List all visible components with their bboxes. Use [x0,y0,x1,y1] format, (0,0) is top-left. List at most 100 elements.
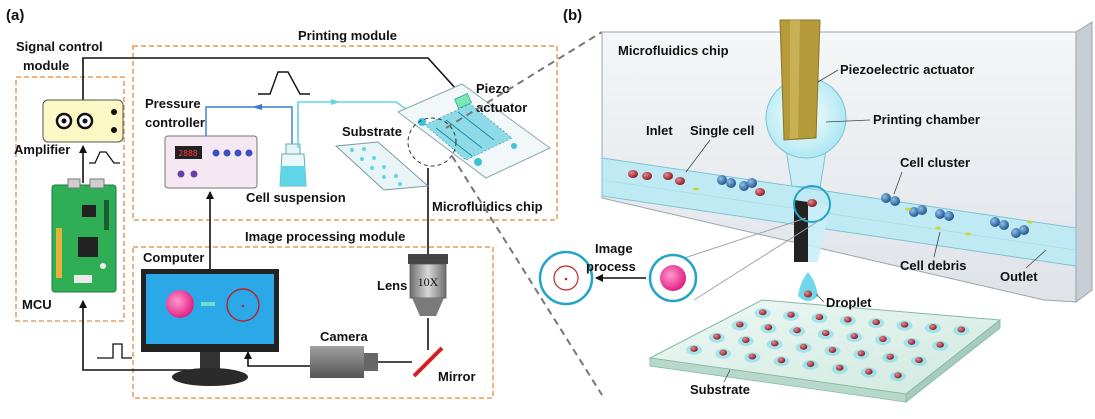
pressure-controller-label-line2: controller [145,115,205,130]
detection-projection-line-2 [693,219,821,301]
printed-cell [719,349,727,356]
leader-cell-cluster [893,171,903,195]
zoom-line-top [445,31,603,129]
printing-module-title: Printing module [298,28,397,43]
droplet-label: Droplet [826,295,872,310]
printed-cell [894,372,902,379]
printed-cell [736,321,744,328]
printing-chamber-label: Printing chamber [873,112,980,127]
amplifier-knob-2-center [82,118,88,124]
mirror-element [412,346,444,378]
piezoelectric-actuator-label: Piezoelectric actuator [840,62,974,77]
printed-cell [957,326,966,333]
leader-outlet [1025,249,1047,269]
cell-clusters [717,175,1029,238]
pressure-flow-arrow [252,104,262,110]
printed-cell [900,321,909,328]
computer-monitor [141,269,279,386]
leader-cell-debris [933,231,941,258]
arrow-camera-to-computer [244,351,310,367]
droplet-b [798,272,818,301]
printed-cell [915,357,923,364]
amplifier-port-2 [111,127,117,133]
leader-substrate-b [723,369,731,383]
substrate-b-label: Substrate [690,382,750,397]
printed-cell [758,309,767,316]
printed-cell [865,368,873,375]
single-cell-label: Single cell [690,123,754,138]
chip-zoom-circle [407,117,457,167]
mcu-label: MCU [22,297,52,312]
arrow-computer-to-mcu [79,300,195,371]
leader-printing-chamber [825,119,871,123]
cell-cluster-label: Cell cluster [900,155,970,170]
printed-cell [806,361,815,368]
printed-cell [936,341,944,348]
lens-magnification: 10X [418,275,439,289]
printed-cell [713,333,721,340]
printed-cell [787,311,795,318]
camera-label: Camera [320,329,368,344]
microfluidics-chip-b [601,21,1093,303]
signal-control-module-title-line2: module [23,58,69,73]
printed-cell [850,333,859,340]
printed-cell [799,343,808,350]
cell-suspension-label: Cell suspension [246,190,346,205]
printed-cell [872,319,880,326]
image-process-label-line1: Image [595,241,633,256]
substrate-b [648,299,1002,403]
cell-suspension-bottle [279,143,307,187]
printed-cell [815,314,824,321]
leader-piezoelectric-actuator [817,69,839,83]
image-processing-module-title: Image processing module [245,229,405,244]
lens-label: Lens [377,278,407,293]
inlet-label: Inlet [646,123,673,138]
piezo-label-line2: actuator [476,100,527,115]
outlet-label: Outlet [1000,269,1038,284]
pulse-waveform-amplifier [89,151,120,164]
single-cells [628,170,817,207]
image-processing-module-box [132,246,494,399]
printed-cell [828,347,837,354]
substrate-a-label: Substrate [342,124,402,139]
camera-device [310,346,378,378]
amplifier-port-1 [111,109,117,115]
printed-cell [907,338,916,345]
printed-cell [748,353,757,360]
pulse-waveform-printing [258,71,310,95]
printed-cell [770,340,779,347]
microfluidics-chip-a-label: Microfluidics chip [432,199,543,214]
mcu-board [51,178,117,293]
printed-cell [764,324,773,331]
pressure-tube [205,106,293,145]
processed-cell-outline [553,265,579,291]
amplifier-knob-1-center [61,118,67,124]
printed-cell [777,357,786,364]
signal-control-module-title-line1: Signal control [16,39,103,54]
square-pulse-icon [97,343,132,359]
zoomed-cell [660,265,686,291]
printed-cell [835,364,844,371]
mirror-label: Mirror [438,369,476,384]
microfluidics-chip-b-label: Microfluidics chip [618,43,729,58]
microfluidics-chip-a [397,83,551,179]
printed-cell [690,345,698,352]
processed-cell-center [564,277,568,281]
printed-cell [879,335,887,342]
detection-circle-channel [793,185,831,223]
printing-module-box [132,45,558,221]
cell-debris [693,187,1033,236]
image-process-label-line2: process [586,259,636,274]
substrate-a [334,141,430,191]
leader-droplet [815,293,825,303]
printed-cell [793,327,801,334]
panel-a-label: (a) [6,7,24,24]
computer-label: Computer [143,250,204,265]
pressure-controller-device [164,135,258,189]
printed-cell [844,316,852,323]
pressure-display-readout: 2888 [178,149,197,158]
pressure-controller-label-line1: Pressure [145,96,201,111]
printed-cell [929,324,937,331]
